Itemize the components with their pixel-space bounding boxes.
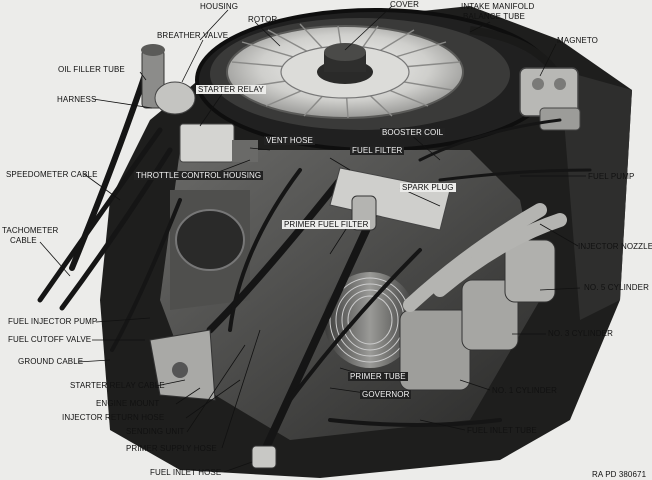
label-booster-coil: BOOSTER COIL bbox=[380, 128, 446, 137]
fuel-inlet-hose-fitting bbox=[251, 445, 277, 469]
engine-mount bbox=[149, 329, 216, 401]
cover bbox=[317, 43, 373, 84]
label-no5-cylinder: NO. 5 CYLINDER bbox=[584, 283, 649, 292]
label-engine-mount: ENGINE MOUNT bbox=[96, 399, 160, 408]
label-spark-plug: SPARK PLUG bbox=[400, 183, 456, 192]
label-fuel-cutoff-valve: FUEL CUTOFF VALVE bbox=[8, 335, 92, 344]
breather-valve bbox=[154, 81, 196, 115]
label-primer-tube: PRIMER TUBE bbox=[348, 372, 408, 381]
label-rotor: ROTOR bbox=[248, 15, 278, 24]
label-primer-supply-hose: PRIMER SUPPLY HOSE bbox=[126, 444, 217, 453]
label-tachometer-cable: CABLE bbox=[10, 236, 37, 245]
label-injector-return-hose: INJECTOR RETURN HOSE bbox=[62, 413, 165, 422]
label-magneto: MAGNETO bbox=[557, 36, 599, 45]
label-primer-fuel-filter: PRIMER FUEL FILTER bbox=[282, 220, 371, 229]
cylinder-no3 bbox=[461, 279, 519, 351]
label-fuel-inlet-hose: FUEL INLET HOSE bbox=[150, 468, 222, 477]
label-starter-relay-cable: STARTER RELAY CABLE bbox=[70, 381, 165, 390]
label-cover: COVER bbox=[390, 0, 419, 9]
figure-id: RA PD 380671 bbox=[592, 470, 647, 479]
label-harness: HARNESS bbox=[57, 95, 97, 104]
label-throttle-control-housing: THROTTLE CONTROL HOUSING bbox=[134, 171, 264, 180]
hoses-and-cables bbox=[37, 57, 592, 454]
label-no1-cylinder: NO. 1 CYLINDER bbox=[492, 386, 557, 395]
manifold-pipes bbox=[403, 203, 567, 312]
label-no3-cylinder: NO. 3 CYLINDER bbox=[548, 329, 613, 338]
label-oil-filler-tube: OIL FILLER TUBE bbox=[58, 65, 125, 74]
label-tachometer: TACHOMETER bbox=[2, 226, 59, 235]
label-balance-tube: BALANCE TUBE bbox=[463, 12, 525, 21]
label-vent-hose: VENT HOSE bbox=[264, 136, 315, 145]
label-fuel-pump: FUEL PUMP bbox=[588, 172, 635, 181]
label-fuel-injector-pump: FUEL INJECTOR PUMP bbox=[8, 317, 98, 326]
label-injector-nozzle: INJECTOR NOZZLE bbox=[578, 242, 652, 251]
starter-relay bbox=[179, 123, 258, 163]
label-starter-relay: STARTER RELAY bbox=[196, 85, 266, 94]
label-housing: HOUSING bbox=[200, 2, 239, 11]
label-intake-manifold: INTAKE MANIFOLD bbox=[461, 2, 535, 11]
label-fuel-inlet-tube: FUEL INLET TUBE bbox=[467, 426, 537, 435]
label-ground-cable: GROUND CABLE bbox=[18, 357, 84, 366]
label-sending-unit: SENDING UNIT bbox=[126, 427, 185, 436]
label-speedometer-cable: SPEEDOMETER CABLE bbox=[6, 170, 98, 179]
label-breather-valve: BREATHER VALVE bbox=[157, 31, 229, 40]
cylinder-no5 bbox=[504, 239, 556, 303]
label-governor: GOVERNOR bbox=[360, 390, 412, 399]
cylinder-no1 bbox=[324, 272, 471, 391]
label-fuel-filter: FUEL FILTER bbox=[350, 146, 405, 155]
